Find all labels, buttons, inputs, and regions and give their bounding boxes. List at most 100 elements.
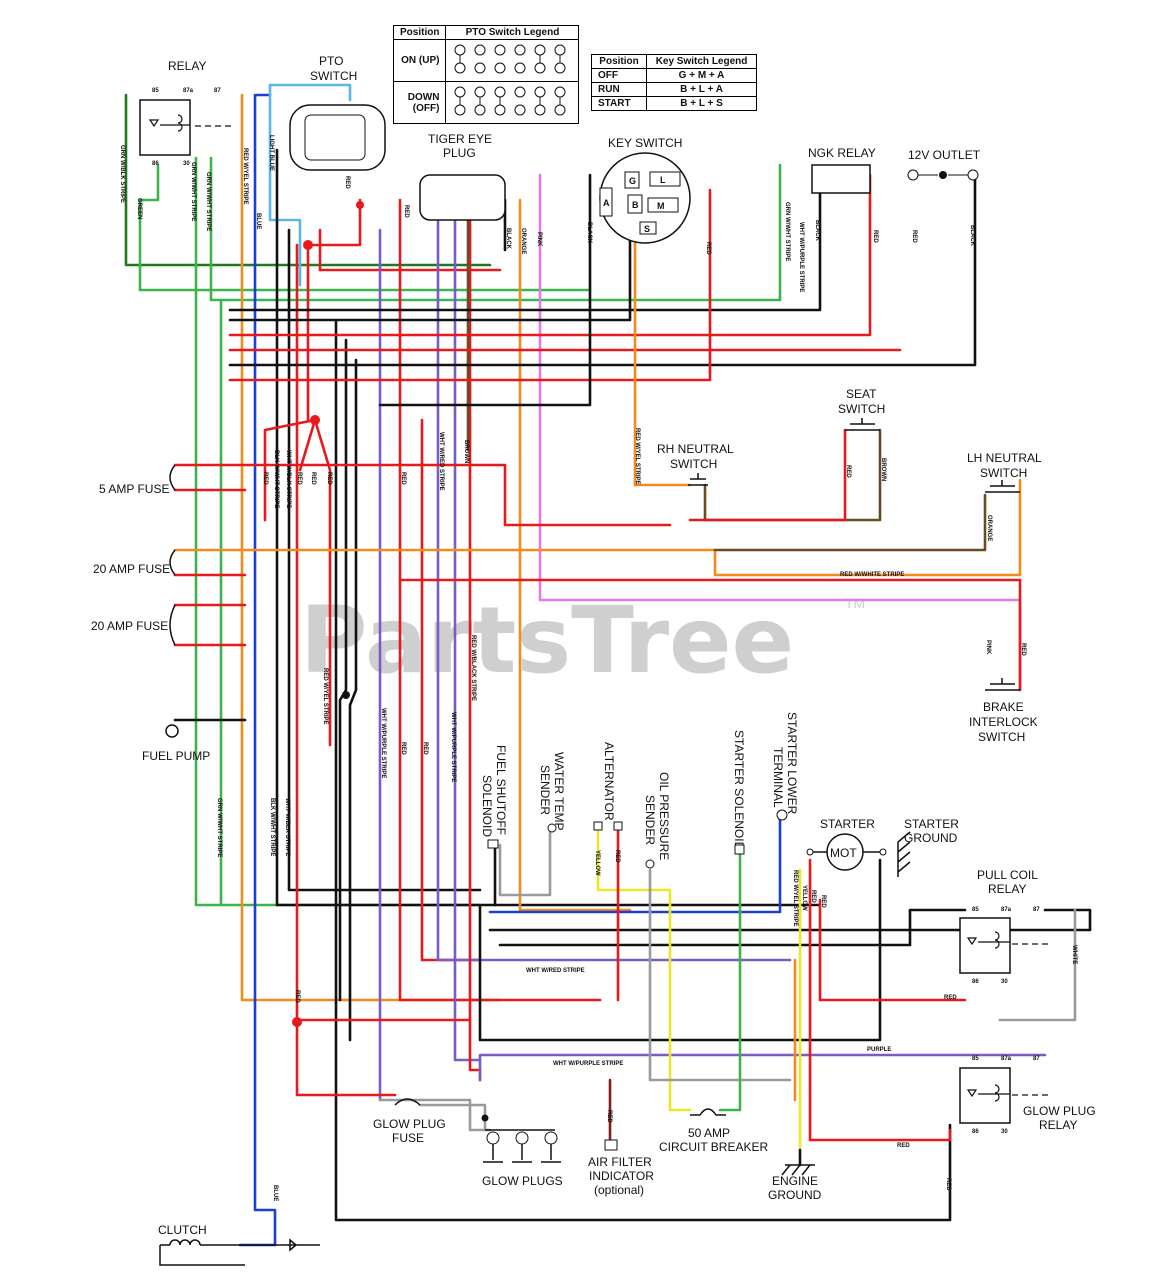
wire-black-h2 [228, 173, 977, 367]
junction [481, 1114, 489, 1122]
fuse-20a-icon [169, 549, 176, 576]
starter-lower-label-2: TERMINAL [771, 747, 785, 808]
junction [292, 1017, 302, 1027]
brake-label-1: BRAKE [983, 700, 1024, 714]
wire-gray-oil [648, 868, 792, 1082]
alternator-label: ALTERNATOR [602, 742, 616, 821]
wire-label: RED [897, 1143, 910, 1149]
lh-neutral-label-2: SWITCH [980, 466, 1027, 480]
pull-coil-body [959, 917, 1011, 974]
wire-label: PINK [985, 640, 991, 655]
pto-legend-header-title: PTO Switch Legend [445, 25, 580, 40]
wire-red-fuse5 [173, 463, 672, 527]
key-legend-position: START [590, 96, 648, 111]
wire-label: GRN W/WHT STRIPE [784, 202, 790, 261]
glow-relay-pin-30: 30 [1001, 1129, 1008, 1135]
key-legend-row: START B + L + S [590, 96, 757, 111]
key-terminal-g: G [629, 176, 636, 186]
wire-orange-fuse20 [173, 478, 1022, 577]
wire-label: BLUE [272, 1185, 278, 1201]
wire-white-pull [998, 908, 1077, 1022]
tiger-eye-plug: TIGER EYE PLUG [419, 132, 506, 221]
wire-red-3 [263, 418, 332, 747]
wire-label: BROWN [880, 458, 886, 481]
wire-lh-neutral [713, 493, 987, 552]
glow-plugs: GLOW PLUGS [482, 1129, 563, 1188]
key-switch: KEY SWITCH G L A B M S [599, 136, 691, 244]
wire-label: LIGHT BLUE [268, 135, 274, 171]
wire-red-yel [240, 93, 502, 1002]
glow-plug-icon [486, 1131, 500, 1145]
wire-blue [238, 93, 277, 1247]
junction [342, 691, 350, 699]
relay-pin-87: 87 [214, 88, 221, 94]
wire-yellow-alt [596, 828, 692, 1112]
wire-red-starter [808, 858, 952, 1142]
fuel-shutoff-icon [487, 839, 499, 849]
fuse-20b-icon [169, 604, 176, 646]
wire-label: BLUE [255, 213, 261, 229]
wire-red-glowfuse [295, 1018, 472, 1097]
key-terminal-a: A [603, 198, 610, 208]
air-filter-label-2: INDICATOR [589, 1169, 654, 1183]
circuit-breaker-label-1: 50 AMP [688, 1126, 730, 1140]
wire-label: RED [606, 1110, 612, 1123]
wire-label: RED W/YEL STRIPE [634, 428, 640, 485]
wire-wht-red [436, 198, 792, 962]
glow-plug-relay-body [959, 1067, 1011, 1124]
alternator-icon-1 [593, 821, 603, 831]
lh-neutral-switch: LH NEUTRAL SWITCH [967, 451, 1042, 493]
relay-pin-87a: 87a [183, 88, 194, 94]
relay: RELAY 85 87a 87 86 30 [139, 59, 235, 167]
wire-red-pull [818, 898, 967, 1002]
wire-label: BLACK [586, 222, 592, 244]
key-legend-position: OFF [590, 68, 648, 83]
wire-black-h3 [228, 168, 822, 312]
key-terminal-l: L [660, 175, 666, 185]
key-legend-value: B + L + S [646, 96, 757, 111]
wire-label: RED [296, 472, 302, 485]
wire-label: RED W/WHITE STRIPE [840, 572, 904, 578]
glow-plug-relay-label-2: RELAY [1039, 1118, 1077, 1132]
wire-green-solenoid [718, 848, 742, 1112]
key-switch-label: KEY SWITCH [608, 136, 682, 150]
glow-plug-relay: 85 87a 87 86 30 GLOW PLUG RELAY [959, 1056, 1096, 1135]
wire-label: RED [614, 850, 620, 863]
wire-label: RED [310, 472, 316, 485]
wire-label: RED [400, 472, 406, 485]
wire-glowfuse-out [418, 1103, 487, 1132]
glow-plug-fuse-label-1: GLOW PLUG [373, 1117, 446, 1131]
junction-dots [292, 201, 364, 1027]
starter-lower-label-1: STARTER LOWER [785, 712, 799, 815]
wire-label: RED [262, 472, 268, 485]
starter-ground-label-1: STARTER [904, 817, 959, 831]
wire-purple [478, 1053, 1047, 1082]
glow-relay-pin-86: 86 [972, 1129, 979, 1135]
wire-label: RED [705, 242, 711, 255]
fuse-5-icon [169, 464, 176, 491]
wire-label: RED W/YEL STRIPE [242, 148, 248, 205]
wire-dark-green [124, 93, 492, 267]
wire-label: RED W/YEL STRIPE [792, 870, 798, 927]
wire-label: RED [944, 995, 957, 1001]
wire-label: WHT W/PURPLE STRIPE [798, 222, 804, 292]
key-terminal-b: B [632, 200, 639, 210]
wire-label: RED W/YEL STRIPE [322, 668, 328, 725]
glow-plug-fuse: GLOW PLUG FUSE [373, 1098, 446, 1145]
relay-pin-86: 86 [152, 161, 159, 167]
wire-label: PURPLE [867, 1047, 891, 1053]
wire-label: GREEN [136, 198, 142, 219]
wire-label: RED [872, 230, 878, 243]
glow-relay-pin-85: 85 [972, 1056, 979, 1062]
air-filter-indicator: AIR FILTER INDICATOR (optional) [588, 1139, 654, 1197]
outlet-label: 12V OUTLET [908, 148, 981, 162]
pto-legend-row-on: ON (UP) [392, 39, 447, 82]
wire-red-2 [306, 198, 362, 422]
wire-label: YELLOW [801, 885, 807, 911]
tiger-eye-label-1: TIGER EYE [428, 132, 492, 146]
wire-red-5 [398, 198, 602, 1002]
fuel-pump-label: FUEL PUMP [142, 749, 210, 763]
wire-label: WHT W/PURPLE STRIPE [553, 1061, 623, 1067]
pull-coil-relay: PULL COIL RELAY 85 87a 87 86 30 [959, 868, 1052, 985]
